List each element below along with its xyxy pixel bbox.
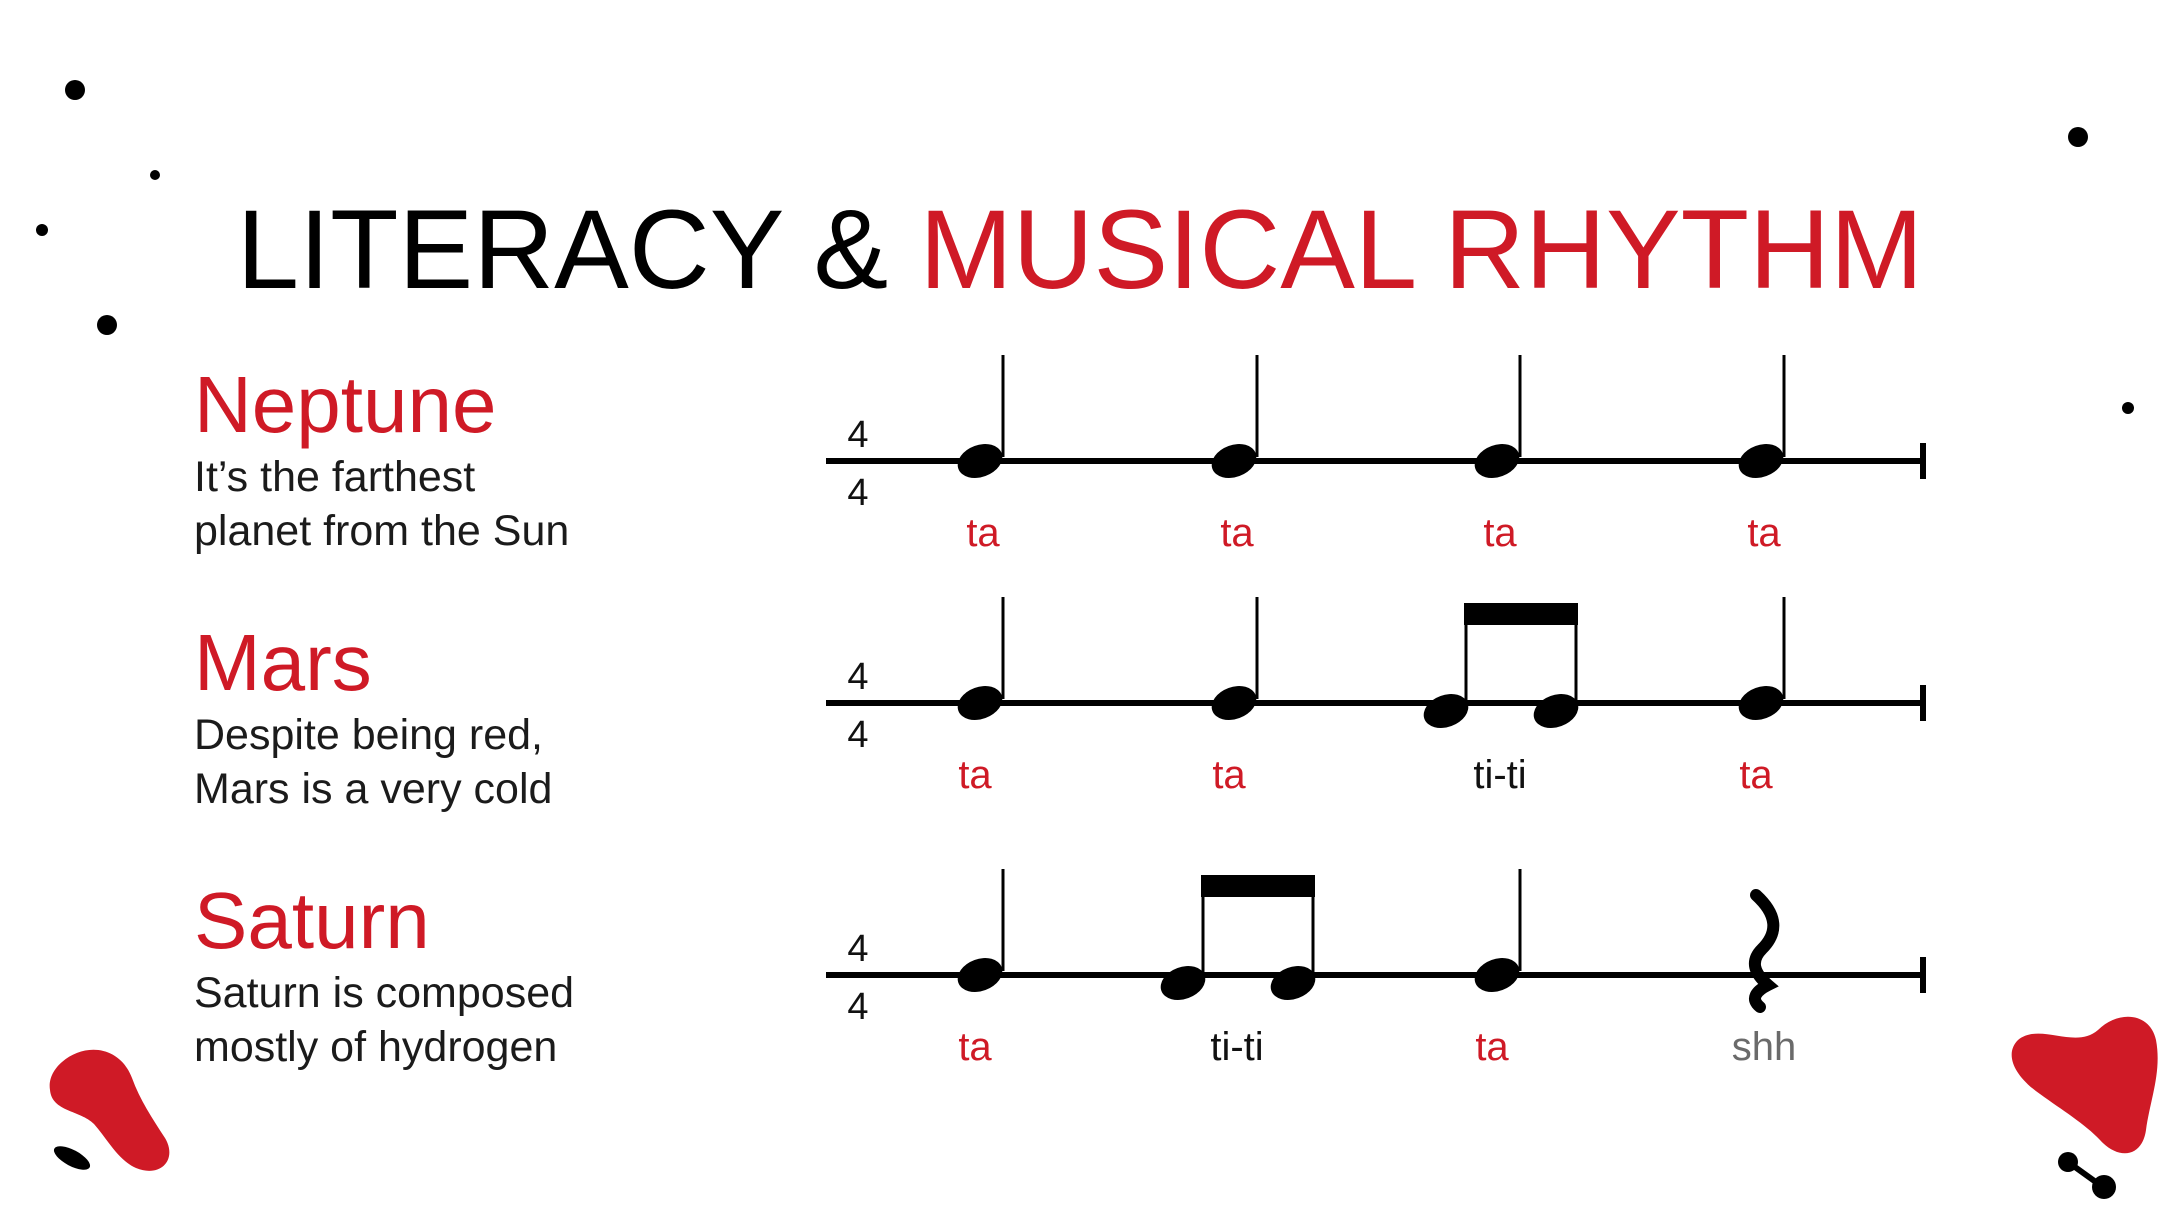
quarter-rest (1748, 889, 1780, 1013)
time-signature-top: 4 (847, 928, 868, 970)
planet-name: Saturn (194, 876, 430, 965)
description-line: It’s the farthest (194, 453, 476, 501)
note-head (1474, 444, 1520, 478)
time-signature-top: 4 (847, 656, 868, 698)
time-signature-bottom: 4 (847, 986, 868, 1028)
page-title: LITERACY & MUSICAL RHYTHM (0, 185, 2160, 315)
note-head (1160, 966, 1206, 1000)
description-line: Despite being red, (194, 711, 543, 759)
rhythm-syllable: ti-ti (1473, 753, 1526, 797)
rhythm-syllable: ta (966, 511, 1000, 555)
rhythm-syllable: ta (1483, 511, 1517, 555)
planet-block-neptune: Neptune It’s the farthest planet from th… (194, 360, 754, 558)
decor-red-blob (49, 1049, 170, 1171)
decor-dot (97, 315, 117, 335)
description-line: Mars is a very cold (194, 765, 553, 813)
decor-dot (65, 80, 85, 100)
note-head (957, 958, 1003, 992)
decor-dot (2092, 1175, 2116, 1199)
rhythm-syllable: ta (958, 1025, 992, 1069)
description-line: planet from the Sun (194, 507, 570, 555)
time-signature-top: 4 (847, 414, 868, 456)
decor-dot (2122, 402, 2134, 414)
time-signature-bottom: 4 (847, 472, 868, 514)
title-part-1: LITERACY & (236, 187, 920, 313)
rhythm-syllable: ta (958, 753, 992, 797)
note-head (1533, 694, 1579, 728)
rhythm-syllable: ti-ti (1210, 1025, 1263, 1069)
planet-block-saturn: Saturn Saturn is composed mostly of hydr… (194, 876, 754, 1074)
description-line: Saturn is composed (194, 969, 575, 1017)
decor-red-blob (2011, 1016, 2158, 1154)
note-head (1474, 958, 1520, 992)
rhythm-syllable: ta (1475, 1025, 1509, 1069)
planet-name: Neptune (194, 360, 497, 449)
time-signature-bottom: 4 (847, 714, 868, 756)
planet-description: Despite being red, Mars is a very cold (194, 708, 754, 816)
rhythm-syllable: ta (1739, 753, 1773, 797)
title-part-2: MUSICAL RHYTHM (919, 187, 1924, 313)
decor-dot (36, 224, 48, 236)
note-head (1211, 686, 1257, 720)
beam (1201, 875, 1315, 897)
description-line: mostly of hydrogen (194, 1023, 558, 1071)
decor-dot (150, 170, 160, 180)
decor-dot (2068, 127, 2088, 147)
note-head (1738, 444, 1784, 478)
planet-description: It’s the farthest planet from the Sun (194, 450, 754, 558)
decor-black-blob (53, 1146, 91, 1170)
note-head (1211, 444, 1257, 478)
beam (1464, 603, 1578, 625)
note-head (1270, 966, 1316, 1000)
rhythm-syllable: shh (1732, 1025, 1797, 1069)
note-head (957, 444, 1003, 478)
note-head (1423, 694, 1469, 728)
planet-description: Saturn is composed mostly of hydrogen (194, 966, 754, 1074)
note-head (1738, 686, 1784, 720)
rhythm-syllable: ta (1212, 753, 1246, 797)
planet-name: Mars (194, 618, 372, 707)
planet-block-mars: Mars Despite being red, Mars is a very c… (194, 618, 754, 816)
note-head (957, 686, 1003, 720)
rhythm-syllable: ta (1220, 511, 1254, 555)
rhythm-syllable: ta (1747, 511, 1781, 555)
